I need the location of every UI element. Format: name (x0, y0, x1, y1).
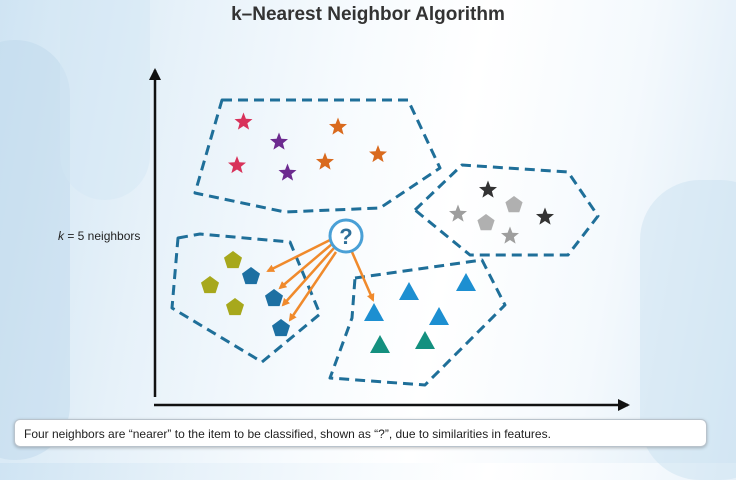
blue-pentagon-marker (265, 289, 283, 307)
orange-star-marker (369, 145, 387, 163)
teal-triangle-marker (370, 335, 390, 353)
gray-pentagon-marker (477, 214, 495, 231)
pink-star-marker (234, 112, 253, 130)
query-point-circle (328, 218, 364, 254)
star-cluster-top-boundary (193, 98, 442, 214)
blue-triangle-marker (399, 282, 419, 300)
blue-triangle-marker (364, 303, 384, 321)
k-neighbors-text: = 5 neighbors (64, 229, 141, 243)
background-band (60, 0, 150, 200)
gold-pentagon-marker (226, 298, 244, 316)
neighbor-arrow (266, 238, 331, 273)
gray-pentagon-marker (505, 196, 523, 213)
pentagon-cluster-boundary (170, 232, 322, 364)
gold-pentagon-marker (201, 276, 219, 294)
blue-triangle-marker (429, 307, 449, 325)
gray-star-marker (501, 226, 519, 244)
background-band (0, 40, 70, 460)
orange-star-marker (316, 152, 334, 170)
blue-pentagon-marker (272, 319, 290, 337)
query-point-symbol: ? (339, 224, 352, 249)
pink-star-marker (228, 156, 246, 174)
orange-star-marker (329, 117, 347, 135)
blue-triangle-marker (456, 273, 476, 291)
knn-diagram: ? (149, 68, 630, 411)
purple-star-marker (270, 132, 288, 150)
dark-star-marker (479, 180, 497, 198)
blue-pentagon-marker (242, 267, 260, 285)
gold-pentagon-marker (224, 251, 242, 269)
neighbor-arrow (278, 243, 333, 290)
gray-star-marker (449, 204, 467, 222)
caption-box: Four neighbors are “nearer” to the item … (14, 419, 707, 447)
neighbor-arrow (350, 251, 375, 302)
k-neighbors-label: k = 5 neighbors (58, 229, 140, 243)
k-variable: k (58, 229, 64, 243)
neighbor-arrow (288, 251, 338, 322)
star-cluster-right-boundary (413, 163, 600, 257)
teal-triangle-marker (415, 331, 435, 349)
neighbor-arrow (281, 247, 335, 307)
dark-star-marker (536, 207, 554, 225)
purple-star-marker (278, 163, 297, 181)
page-title: k–Nearest Neighbor Algorithm (231, 4, 505, 25)
triangle-cluster-boundary (328, 258, 507, 387)
